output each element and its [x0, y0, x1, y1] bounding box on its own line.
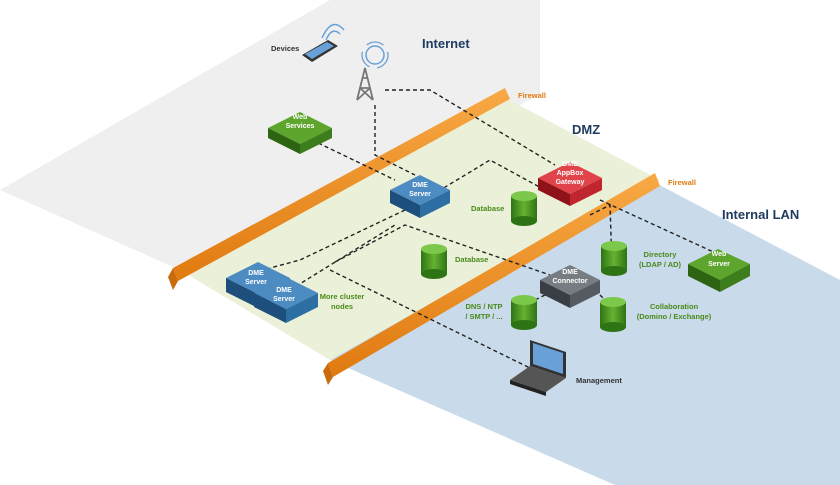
dme-connector-line1: DME [562, 269, 578, 276]
dns-ntp-smtp-cylinder [511, 295, 537, 330]
web-services-node: Web Services [268, 112, 332, 154]
antenna-tower-icon [356, 41, 389, 101]
firewall-bottom [323, 173, 660, 385]
web-server-lan-node: Web Server [688, 249, 750, 292]
internet-zone-title: Internet [422, 36, 470, 51]
dme-connector-line2: Connector [553, 278, 588, 285]
internal-lan-zone-title: Internal LAN [722, 207, 799, 222]
dns-ntp-smtp-line2: / SMTP / ... [465, 312, 502, 321]
directory-line1: Directory [644, 250, 678, 259]
appbox-gateway-node: DME AppBox Gateway [538, 161, 602, 206]
database-mid-label: Database [455, 255, 488, 264]
cluster-server-1-line2: Server [245, 279, 267, 286]
cluster-server-2-line2: Server [273, 296, 295, 303]
database-dmz-cylinder [511, 191, 537, 226]
directory-cylinder [601, 241, 627, 276]
appbox-gateway-line1: DME [562, 161, 578, 168]
more-cluster-nodes-line1: More cluster [320, 292, 365, 301]
web-server-lan-line1: Web [712, 251, 727, 258]
firewall-top [168, 88, 510, 290]
database-dmz-label: Database [471, 204, 504, 213]
dmz-zone-title: DMZ [572, 122, 600, 137]
dme-server-dmz-line1: DME [412, 182, 428, 189]
dme-connector-node: DME Connector [540, 265, 600, 308]
directory-line2: (LDAP / AD) [639, 260, 682, 269]
laptop-icon [510, 340, 566, 396]
cluster-server-2-line1: DME [276, 287, 292, 294]
appbox-gateway-line3: Gateway [556, 179, 585, 186]
collaboration-cylinder [600, 297, 626, 332]
firewall-top-label: Firewall [518, 91, 546, 100]
cluster-server-2-node: DME Server [254, 277, 318, 323]
web-server-lan-line2: Server [708, 261, 730, 268]
collaboration-line1: Collaboration [650, 302, 699, 311]
web-services-line2: Services [286, 123, 315, 130]
dme-server-dmz-line2: Server [409, 191, 431, 198]
phone-icon [302, 23, 345, 62]
collaboration-line2: (Domino / Exchange) [637, 312, 712, 321]
firewall-bottom-label: Firewall [668, 178, 696, 187]
appbox-gateway-line2: AppBox [557, 170, 584, 177]
web-services-line1: Web [293, 114, 308, 121]
dns-ntp-smtp-line1: DNS / NTP [465, 302, 502, 311]
cluster-server-1-line1: DME [248, 270, 264, 277]
database-mid-cylinder [421, 244, 447, 279]
management-label: Management [576, 376, 622, 385]
more-cluster-nodes-line2: nodes [331, 302, 353, 311]
devices-label: Devices [271, 44, 299, 53]
dme-server-dmz-node: DME Server [390, 175, 450, 218]
